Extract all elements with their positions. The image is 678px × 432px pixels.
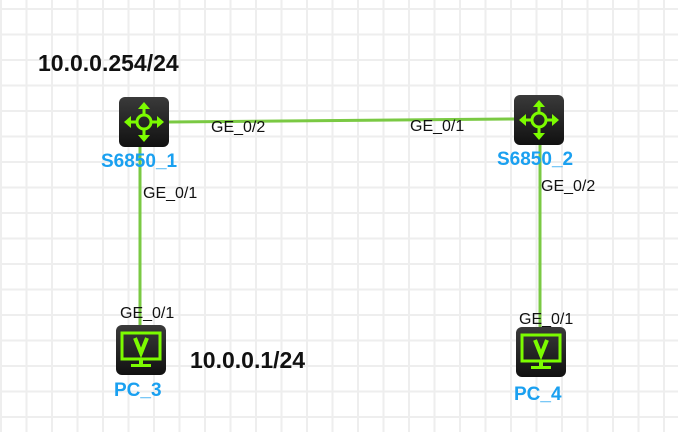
port-label-pc4-ge01: GE_0/1 <box>519 311 574 328</box>
switch-s6850-1[interactable] <box>119 97 169 147</box>
switch-s6850-2[interactable] <box>514 95 564 145</box>
switch-icon <box>124 102 164 142</box>
link-s1-s2[interactable] <box>168 117 515 124</box>
pc-monitor-icon <box>520 333 562 369</box>
ip-label-s6850-1: 10.0.0.254/24 <box>38 50 179 76</box>
port-label-s1-ge01: GE_0/1 <box>143 185 198 202</box>
port-label-s2-ge02: GE_0/2 <box>541 178 596 195</box>
device-name-s6850-1: S6850_1 <box>101 151 178 172</box>
port-label-s1-ge02: GE_0/2 <box>211 119 266 136</box>
pc-monitor-icon <box>120 331 162 367</box>
pc-4[interactable] <box>516 327 566 377</box>
port-label-pc3-ge01: GE_0/1 <box>120 305 175 322</box>
device-name-s6850-2: S6850_2 <box>497 149 574 170</box>
device-name-pc3: PC_3 <box>114 380 162 401</box>
ip-label-pc3: 10.0.0.1/24 <box>190 347 306 373</box>
port-label-s2-ge01: GE_0/1 <box>410 118 465 135</box>
switch-icon <box>519 100 559 140</box>
device-name-pc4: PC_4 <box>514 384 562 405</box>
pc-3[interactable] <box>116 325 166 375</box>
